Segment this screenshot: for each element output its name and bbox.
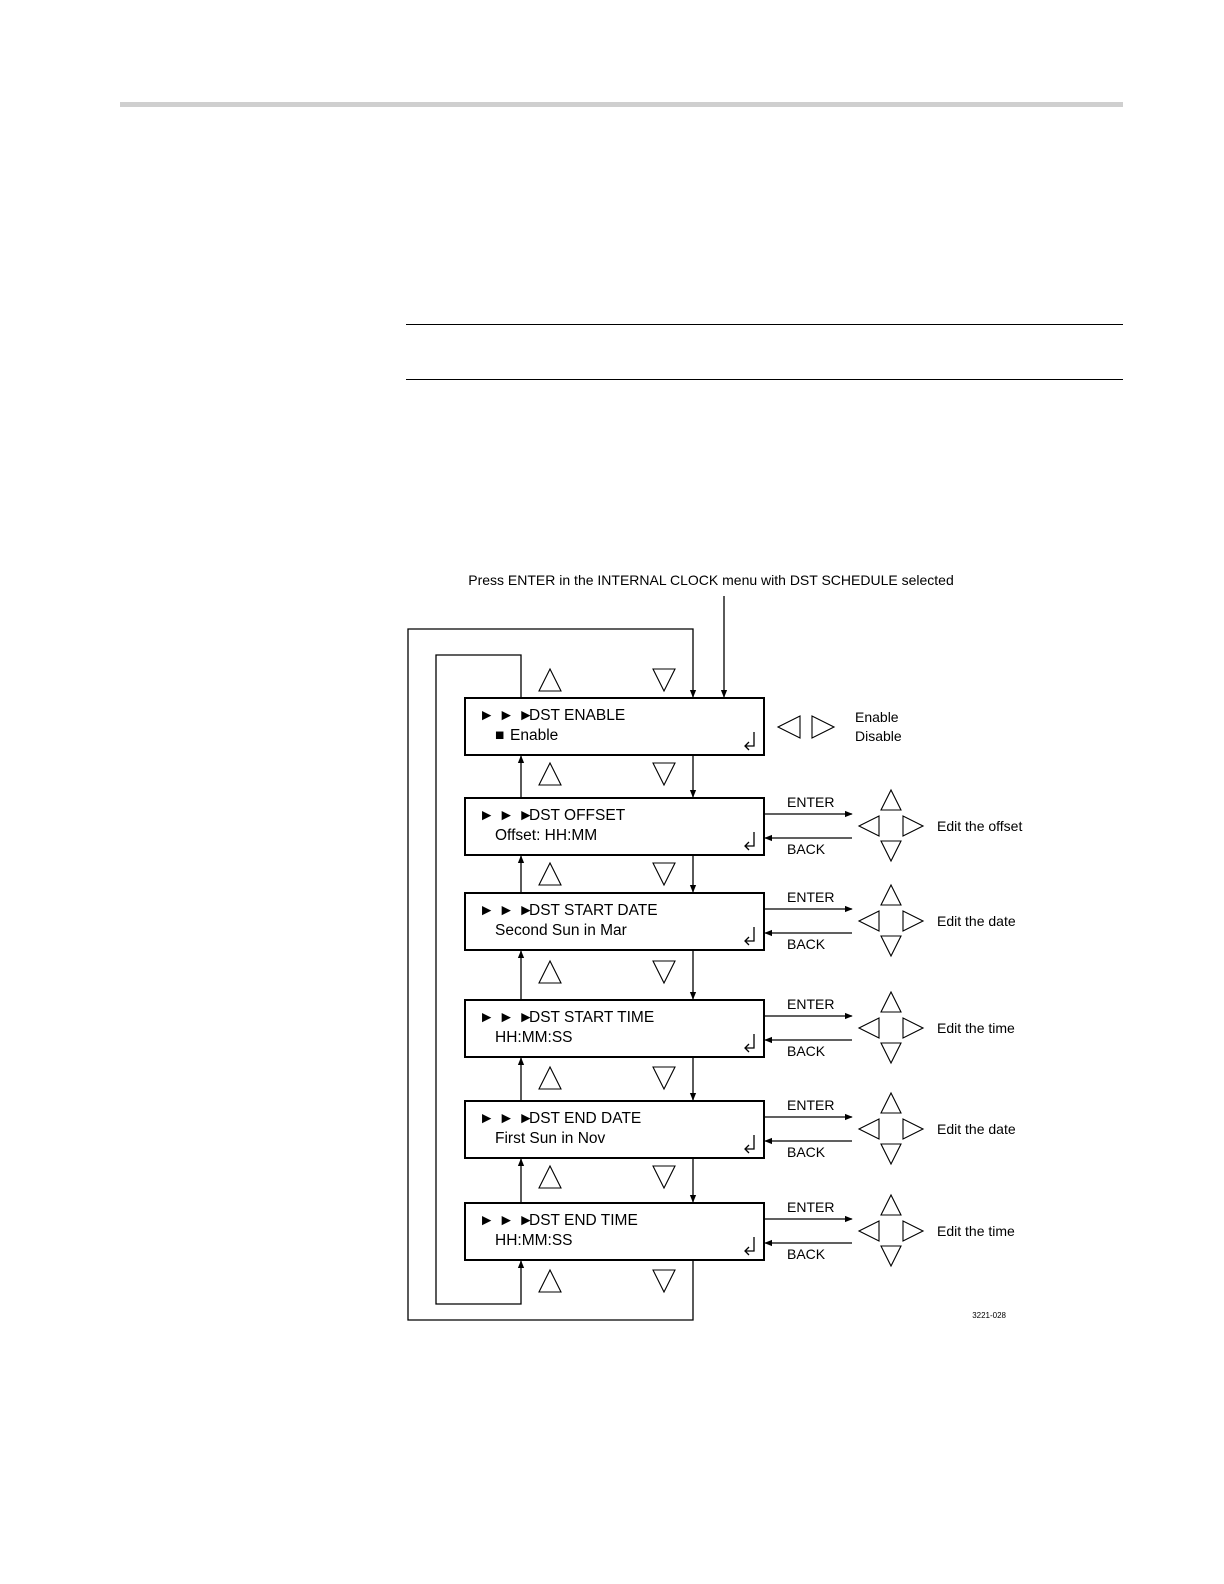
menu-title: DST START DATE	[529, 902, 658, 919]
down-triangle-icon	[652, 960, 676, 985]
selection-arrows: ► ► ►	[479, 807, 534, 824]
menu-title: DST ENABLE	[529, 707, 625, 724]
down-triangle-icon	[652, 1165, 676, 1190]
right-triangle-icon	[902, 815, 925, 837]
right-triangle-icon	[902, 1118, 925, 1140]
edit-label: Edit the time	[937, 1020, 1015, 1036]
selection-arrows: ► ► ►	[479, 1212, 534, 1229]
enter-key-icon-head	[744, 1144, 750, 1154]
menu-value: Offset: HH:MM	[495, 827, 597, 844]
up-triangle-icon	[880, 1193, 902, 1216]
note-rule-bottom	[406, 379, 1123, 380]
back-label: BACK	[787, 841, 826, 857]
right-triangle-icon	[811, 715, 836, 739]
menu-title: DST END TIME	[529, 1212, 638, 1229]
left-triangle-icon	[857, 910, 880, 932]
intro-caption: Press ENTER in the INTERNAL CLOCK menu w…	[468, 572, 954, 588]
up-triangle-icon	[538, 1164, 562, 1189]
up-triangle-icon	[880, 788, 902, 811]
selection-arrows: ► ► ►	[479, 1110, 534, 1127]
back-label: BACK	[787, 1043, 826, 1059]
wrap-up-loop	[435, 654, 525, 1305]
up-triangle-icon	[880, 1091, 902, 1114]
enter-label: ENTER	[787, 1199, 834, 1215]
down-triangle-icon	[652, 862, 676, 887]
menu-box	[464, 892, 765, 951]
figure-id: 3221-028	[972, 1311, 1006, 1320]
enter-key-icon-head	[744, 741, 750, 751]
enter-key-icon	[745, 1135, 755, 1150]
up-triangle-icon	[538, 1065, 562, 1090]
wrap-down-loop	[407, 628, 697, 1321]
menu-value: First Sun in Nov	[495, 1130, 606, 1147]
selection-arrows: ► ► ►	[479, 707, 534, 724]
up-triangle-icon	[880, 990, 902, 1013]
menu-title: DST OFFSET	[529, 807, 626, 824]
menu-box	[464, 797, 765, 856]
left-triangle-icon	[857, 815, 880, 837]
down-triangle-icon	[652, 1269, 676, 1294]
up-triangle-icon	[538, 959, 562, 984]
enter-key-icon-head	[744, 1043, 750, 1053]
down-triangle-icon	[652, 1066, 676, 1091]
enter-label: ENTER	[787, 996, 834, 1012]
menu-box	[464, 1202, 765, 1261]
left-triangle-icon	[857, 1017, 880, 1039]
down-triangle-icon	[652, 668, 676, 693]
edit-label: Edit the date	[937, 1121, 1016, 1137]
enter-key-icon	[745, 732, 755, 747]
right-triangle-icon	[902, 910, 925, 932]
down-triangle-icon	[880, 1143, 902, 1166]
back-label: BACK	[787, 936, 826, 952]
down-triangle-icon	[880, 935, 902, 958]
right-triangle-icon	[902, 1220, 925, 1242]
menu-value: Second Sun in Mar	[495, 922, 627, 939]
back-label: BACK	[787, 1246, 826, 1262]
note-rule-top	[406, 324, 1123, 325]
up-triangle-icon	[538, 1268, 562, 1293]
selected-marker: ■	[495, 727, 504, 744]
enter-key-icon-head	[744, 1246, 750, 1256]
up-triangle-icon	[538, 861, 562, 886]
down-triangle-icon	[652, 762, 676, 787]
menu-value: HH:MM:SS	[495, 1029, 573, 1046]
left-triangle-icon	[776, 715, 801, 739]
menu-box	[464, 999, 765, 1058]
left-triangle-icon	[857, 1220, 880, 1242]
back-label: BACK	[787, 1144, 826, 1160]
enter-key-icon	[745, 1034, 755, 1049]
down-triangle-icon	[880, 1245, 902, 1268]
disable-option: Disable	[855, 728, 902, 744]
right-triangle-icon	[902, 1017, 925, 1039]
menu-value: HH:MM:SS	[495, 1232, 573, 1249]
up-triangle-icon	[880, 883, 902, 906]
enter-key-icon	[745, 1237, 755, 1252]
up-triangle-icon	[538, 761, 562, 786]
selection-arrows: ► ► ►	[479, 1009, 534, 1026]
edit-label: Edit the offset	[937, 818, 1022, 834]
enter-key-icon	[745, 832, 755, 847]
enable-option: Enable	[855, 709, 899, 725]
selection-arrows: ► ► ►	[479, 902, 534, 919]
enter-label: ENTER	[787, 1097, 834, 1113]
enter-key-icon-head	[744, 841, 750, 851]
menu-value: Enable	[510, 727, 558, 744]
enter-label: ENTER	[787, 794, 834, 810]
menu-title: DST END DATE	[529, 1110, 641, 1127]
down-triangle-icon	[880, 1042, 902, 1065]
header-rule	[120, 102, 1123, 107]
down-triangle-icon	[880, 840, 902, 863]
edit-label: Edit the date	[937, 913, 1016, 929]
enter-label: ENTER	[787, 889, 834, 905]
enter-key-icon	[745, 927, 755, 942]
up-triangle-icon	[538, 667, 562, 692]
left-triangle-icon	[857, 1118, 880, 1140]
edit-label: Edit the time	[937, 1223, 1015, 1239]
enter-key-icon-head	[744, 936, 750, 946]
menu-title: DST START TIME	[529, 1009, 654, 1026]
menu-box	[464, 697, 765, 756]
menu-box	[464, 1100, 765, 1159]
